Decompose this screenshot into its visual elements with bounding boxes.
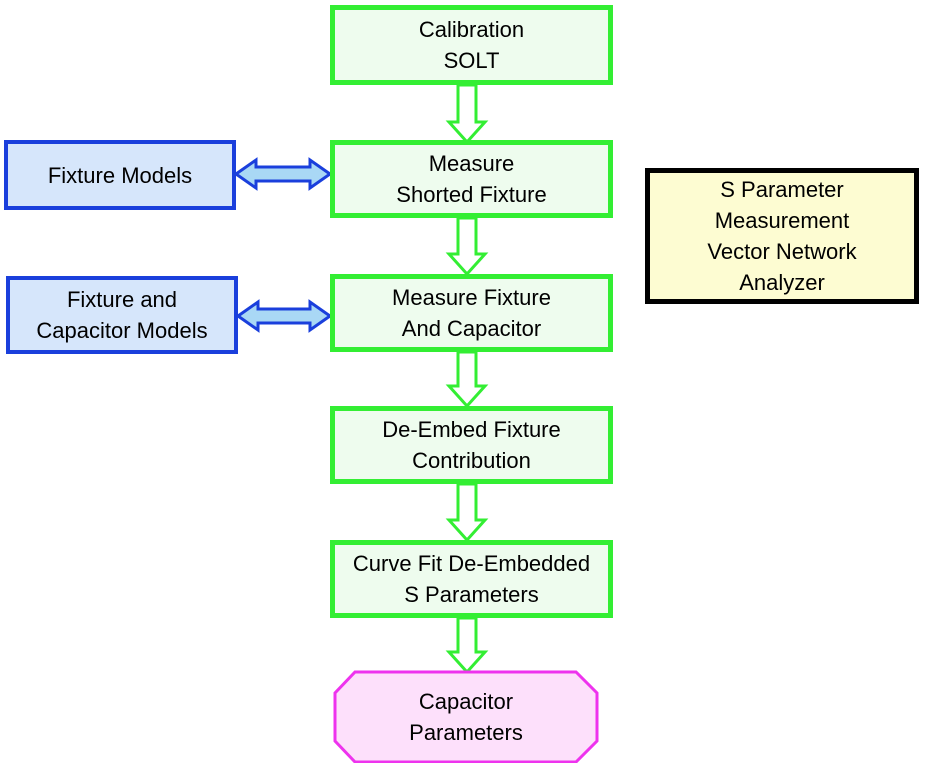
step-measure-fixture-capacitor: Measure Fixture And Capacitor [330,274,613,352]
output-line-1: Capacitor [418,689,514,714]
note-line-4: Analyzer [739,270,825,295]
step-calibration-line-2: SOLT [443,48,500,73]
step-measure-shorted-fixture: Measure Shorted Fixture [330,140,613,218]
note-s-parameter-measurement: S Parameter Measurement Vector Network A… [645,168,919,304]
step-curve-fit-line-2: S Parameters [404,582,539,607]
double-arrow-fixture-models [233,157,333,191]
flow-arrow-2 [445,216,489,277]
flow-arrow-5 [445,616,489,675]
flow-arrow-4 [445,482,489,543]
step-curve-fit: Curve Fit De-Embedded S Parameters [330,540,613,618]
output-line-2: Parameters [409,720,523,745]
output-capacitor-parameters: Capacitor Parameters [335,672,597,762]
model-fixture-models: Fixture Models [4,140,236,210]
model-fixture-capacitor-models: Fixture and Capacitor Models [6,276,238,354]
step-curve-fit-line-1: Curve Fit De-Embedded [352,551,591,576]
double-arrow-fixture-capacitor-models [235,299,333,333]
step-measure-shorted-line-1: Measure [428,151,515,176]
model-fixture-capacitor-line-1: Fixture and [66,287,178,312]
step-measure-fixture-capacitor-line-2: And Capacitor [401,316,542,341]
note-line-1: S Parameter [720,177,844,202]
step-measure-fixture-capacitor-line-1: Measure Fixture [392,285,551,310]
flow-arrow-1 [445,83,489,145]
model-fixture-models-line-1: Fixture Models [47,162,193,188]
note-line-2: Measurement [714,208,850,233]
step-de-embed-line-2: Contribution [412,448,531,473]
step-calibration: Calibration SOLT [330,5,613,85]
step-de-embed-fixture: De-Embed Fixture Contribution [330,406,613,484]
step-measure-shorted-line-2: Shorted Fixture [396,182,547,207]
step-calibration-line-1: Calibration [418,17,525,42]
flow-arrow-3 [445,350,489,409]
output-octagon [333,670,599,763]
model-fixture-capacitor-line-2: Capacitor Models [36,318,208,343]
note-line-3: Vector Network [707,239,857,264]
step-de-embed-line-1: De-Embed Fixture [382,417,561,442]
